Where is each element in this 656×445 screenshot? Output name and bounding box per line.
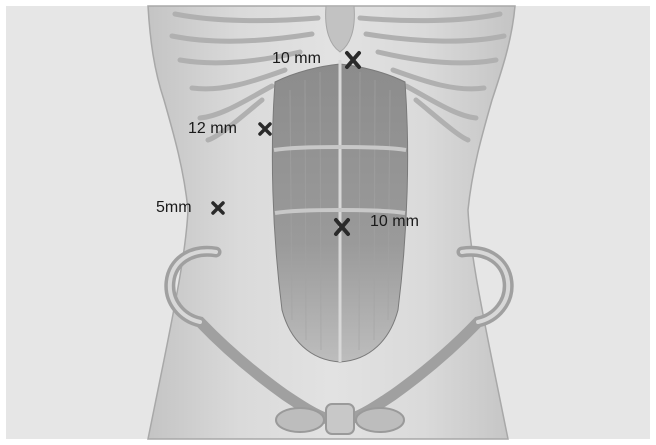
port-label-right-subcostal: 12 mm [188, 121, 237, 137]
port-label-umbilical: 10 mm [370, 214, 419, 230]
port-label-right-flank: 5mm [156, 200, 192, 216]
port-label-epigastric: 10 mm [272, 51, 321, 67]
pubic-bone [276, 404, 404, 434]
